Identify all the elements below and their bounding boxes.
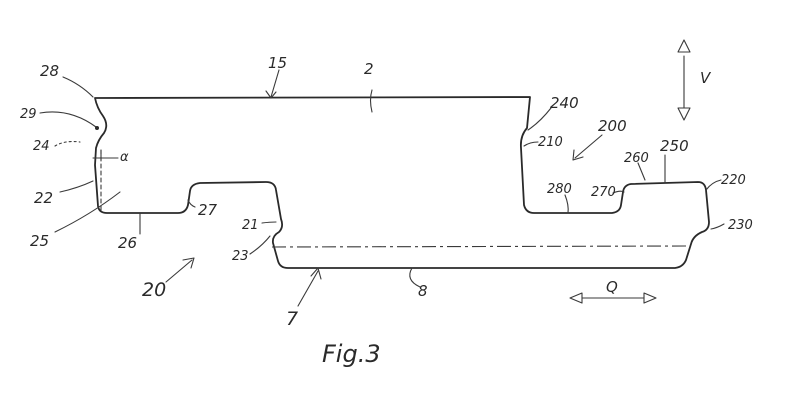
label-alpha: α — [120, 150, 129, 165]
label-20: 20 — [142, 279, 166, 301]
leader-210 — [523, 141, 539, 147]
label-200: 200 — [598, 117, 627, 135]
leader-15-arrow — [265, 90, 277, 99]
label-280: 280 — [547, 182, 572, 197]
label-Q: Q — [606, 278, 618, 296]
layer-dash-line — [271, 245, 691, 248]
v-arrow-head-down — [677, 107, 691, 121]
label-2: 2 — [364, 60, 374, 78]
leader-15 — [270, 69, 280, 98]
label-25: 25 — [30, 232, 49, 250]
panel-profile-outline — [94, 96, 710, 269]
leader-260 — [637, 162, 646, 181]
label-220: 220 — [721, 173, 746, 188]
leader-28 — [62, 76, 94, 98]
leader-2 — [369, 89, 373, 113]
label-24: 24 — [33, 139, 50, 154]
leader-21 — [261, 221, 277, 224]
label-260: 260 — [624, 151, 649, 166]
leader-230 — [710, 223, 725, 230]
leader-22 — [59, 180, 94, 193]
label-15: 15 — [268, 54, 287, 72]
leader-20 — [165, 259, 193, 283]
leader-24 — [54, 140, 81, 147]
label-29: 29 — [20, 107, 37, 122]
label-28: 28 — [40, 62, 59, 80]
label-V: V — [700, 69, 712, 87]
label-27: 27 — [198, 201, 218, 219]
leader-8 — [409, 267, 421, 288]
label-230: 230 — [728, 218, 753, 233]
leader-270 — [612, 190, 625, 194]
label-21: 21 — [242, 218, 259, 233]
leader-200 — [574, 134, 603, 159]
leader-280 — [564, 194, 569, 214]
leader-27 — [187, 199, 196, 208]
label-22: 22 — [34, 189, 53, 207]
figure-caption: Fig.3 — [322, 340, 381, 368]
label-250: 250 — [660, 137, 689, 155]
label-23: 23 — [232, 249, 249, 264]
label-270: 270 — [591, 185, 616, 200]
leader-20-arrow — [182, 257, 195, 269]
leader-7-arrow — [310, 267, 322, 280]
label-240: 240 — [550, 94, 579, 112]
leader-240 — [527, 107, 552, 131]
leader-7 — [297, 270, 319, 307]
label-7: 7 — [286, 308, 298, 330]
label-26: 26 — [118, 234, 137, 252]
q-arrow-head-right — [643, 292, 657, 304]
label-8: 8 — [418, 282, 428, 300]
leader-25 — [54, 191, 121, 233]
q-arrow-head-left — [569, 292, 583, 304]
leader-29 — [39, 111, 97, 128]
dot-29 — [95, 126, 99, 130]
leader-220 — [705, 179, 722, 191]
label-210: 210 — [538, 135, 563, 150]
v-arrow-head-up — [677, 39, 691, 53]
leader-23 — [249, 235, 271, 255]
leader-200-arrow — [572, 149, 584, 161]
